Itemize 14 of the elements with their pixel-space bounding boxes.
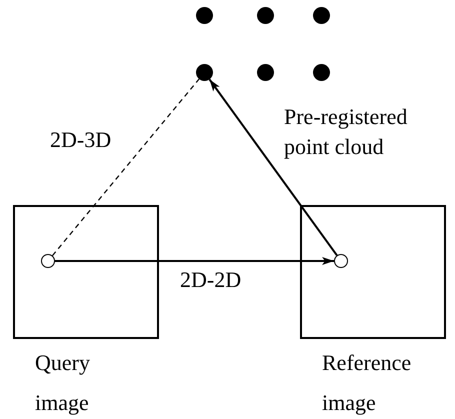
point-cloud-dot [313, 7, 330, 24]
image-point [41, 254, 55, 268]
arrow [55, 257, 334, 265]
point-cloud-dot [196, 64, 213, 81]
point-cloud-dot [313, 64, 330, 81]
point-cloud-dot [257, 7, 274, 24]
point-cloud-dot [196, 7, 213, 24]
arrow [208, 78, 338, 256]
image-caption: Query image [35, 349, 91, 417]
image-caption: Reference image [322, 349, 412, 417]
dashed-line [52, 78, 200, 256]
point-cloud-label: Pre-registered point cloud [284, 103, 408, 161]
image-point [334, 254, 348, 268]
point-cloud-dot [257, 64, 274, 81]
